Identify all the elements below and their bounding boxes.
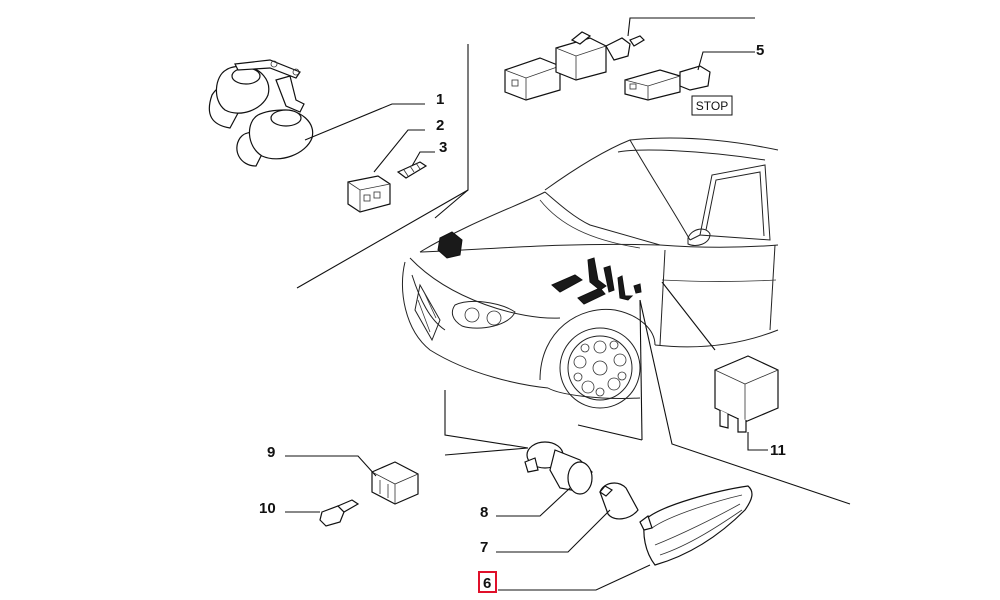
callout-10[interactable]: 10 bbox=[259, 500, 276, 517]
leader-lines bbox=[285, 17, 851, 591]
callout-11[interactable]: 11 bbox=[770, 442, 786, 459]
callout-8[interactable]: 8 bbox=[480, 504, 488, 521]
brake-switch-5 bbox=[624, 65, 711, 101]
callout-5[interactable]: 5 bbox=[756, 42, 764, 59]
terminal-3 bbox=[396, 161, 428, 179]
connector-9 bbox=[371, 461, 419, 505]
stop-label: STOP bbox=[696, 99, 728, 113]
side-marker-6 bbox=[639, 485, 753, 566]
lamp-socket-8 bbox=[524, 441, 593, 495]
callout-2[interactable]: 2 bbox=[436, 117, 444, 134]
connector-2 bbox=[347, 175, 391, 213]
callout-1[interactable]: 1 bbox=[436, 91, 444, 108]
car-outline bbox=[401, 137, 779, 409]
stop-label-box: STOP bbox=[691, 95, 733, 116]
callout-numbers: 1 2 3 5 6 7 8 9 10 11 bbox=[259, 42, 786, 593]
callout-9[interactable]: 9 bbox=[267, 444, 275, 461]
callout-6-highlight bbox=[478, 571, 497, 593]
horn-assembly bbox=[208, 59, 314, 167]
callout-3[interactable]: 3 bbox=[439, 139, 447, 156]
terminal-10 bbox=[319, 499, 360, 527]
brake-switch-top bbox=[504, 31, 645, 101]
relay-11 bbox=[714, 355, 779, 433]
callout-6[interactable]: 6 bbox=[483, 575, 491, 592]
callout-7[interactable]: 7 bbox=[480, 539, 488, 556]
car-installed-components bbox=[437, 231, 642, 305]
